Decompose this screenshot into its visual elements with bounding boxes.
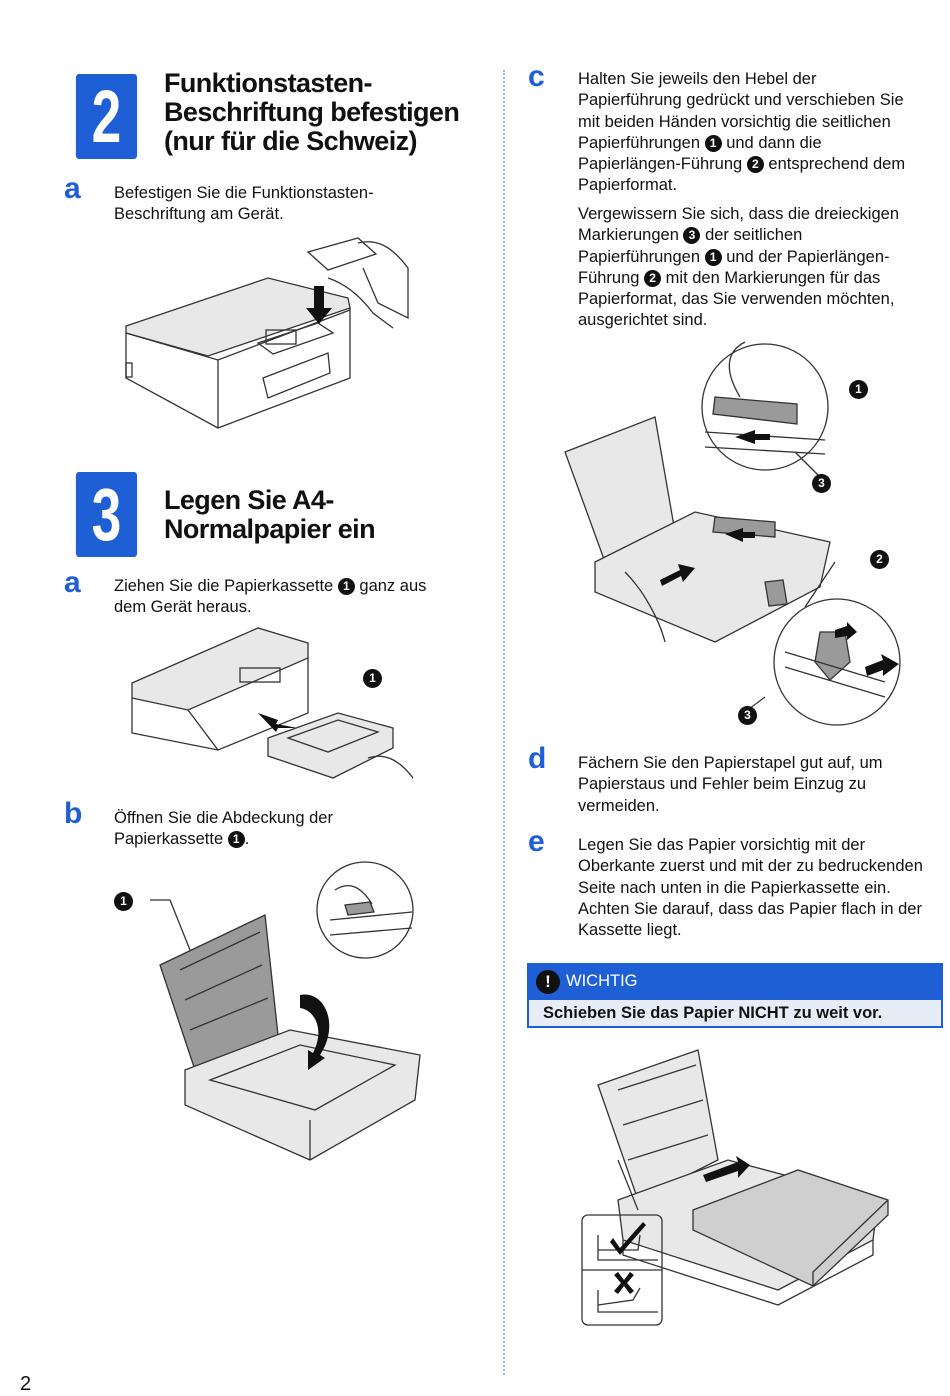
step3-e-text: Legen Sie das Papier vorsichtig mit der … <box>578 836 923 940</box>
step3-c-text-2: Vergewissern Sie sich, dass die dreiecki… <box>578 205 900 330</box>
step2-title: Funktionstasten- Beschriftung befestigen… <box>164 68 460 156</box>
column-divider <box>503 70 505 1375</box>
printer-label-illustration <box>125 237 409 429</box>
callout-badge: 2 <box>644 269 662 287</box>
page-number: 2 <box>20 1373 32 1395</box>
callout-1-tray: 1 <box>363 669 382 688</box>
step-number-3: 3 <box>75 472 138 557</box>
printer-tray-illustration <box>131 627 414 779</box>
callout-badge: 3 <box>683 227 701 245</box>
exclamation-icon: ! <box>536 969 560 994</box>
warning-header: ! WICHTIG <box>527 963 943 1000</box>
callout-badge: 1 <box>704 248 722 266</box>
load-paper-illustration <box>581 1049 889 1326</box>
warning-body: Schieben Sie das Papier NICHT zu weit vo… <box>527 1000 943 1028</box>
step2-a-text: Befestigen Sie die Funktionstasten- Besc… <box>114 184 374 224</box>
warning-label: WICHTIG <box>566 972 638 990</box>
step3-sub-b-letter: b <box>64 797 83 830</box>
tray-cover-illustration <box>150 861 421 1161</box>
callout-2-guide: 2 <box>870 550 889 569</box>
step-number-2: 2 <box>75 74 138 159</box>
step3-sub-c-letter: c <box>528 60 545 93</box>
step3-b-text: Öffnen Sie die Abdeckung der Papierkasse… <box>114 809 333 849</box>
step3-title: Legen Sie A4- Normalpapier ein <box>164 485 376 544</box>
step3-sub-a-letter: a <box>64 566 81 599</box>
callout-badge: 2 <box>746 156 764 174</box>
step3-c-text-1: Halten Sie jeweils den Hebel der Papierf… <box>578 70 906 195</box>
step3-sub-e-letter: e <box>528 825 545 858</box>
paper-guides-illustration <box>564 341 901 726</box>
callout-badge: 1 <box>227 831 245 849</box>
step3-d-text: Fächern Sie den Papierstapel gut auf, um… <box>578 754 883 815</box>
callout-1-guide: 1 <box>849 380 868 399</box>
callout-3-guide: 3 <box>812 474 831 493</box>
step3-sub-d-letter: d <box>528 742 547 775</box>
callout-badge: 1 <box>704 134 722 152</box>
step3-a-text: Ziehen Sie die Papierkassette 1 ganz aus… <box>114 577 427 617</box>
warning-text: Schieben Sie das Papier NICHT zu weit vo… <box>543 1003 883 1022</box>
step2-sub-a-letter: a <box>64 172 81 205</box>
callout-1-cover: 1 <box>114 892 133 911</box>
callout-badge: 1 <box>337 578 355 595</box>
callout-3-length: 3 <box>738 706 757 725</box>
